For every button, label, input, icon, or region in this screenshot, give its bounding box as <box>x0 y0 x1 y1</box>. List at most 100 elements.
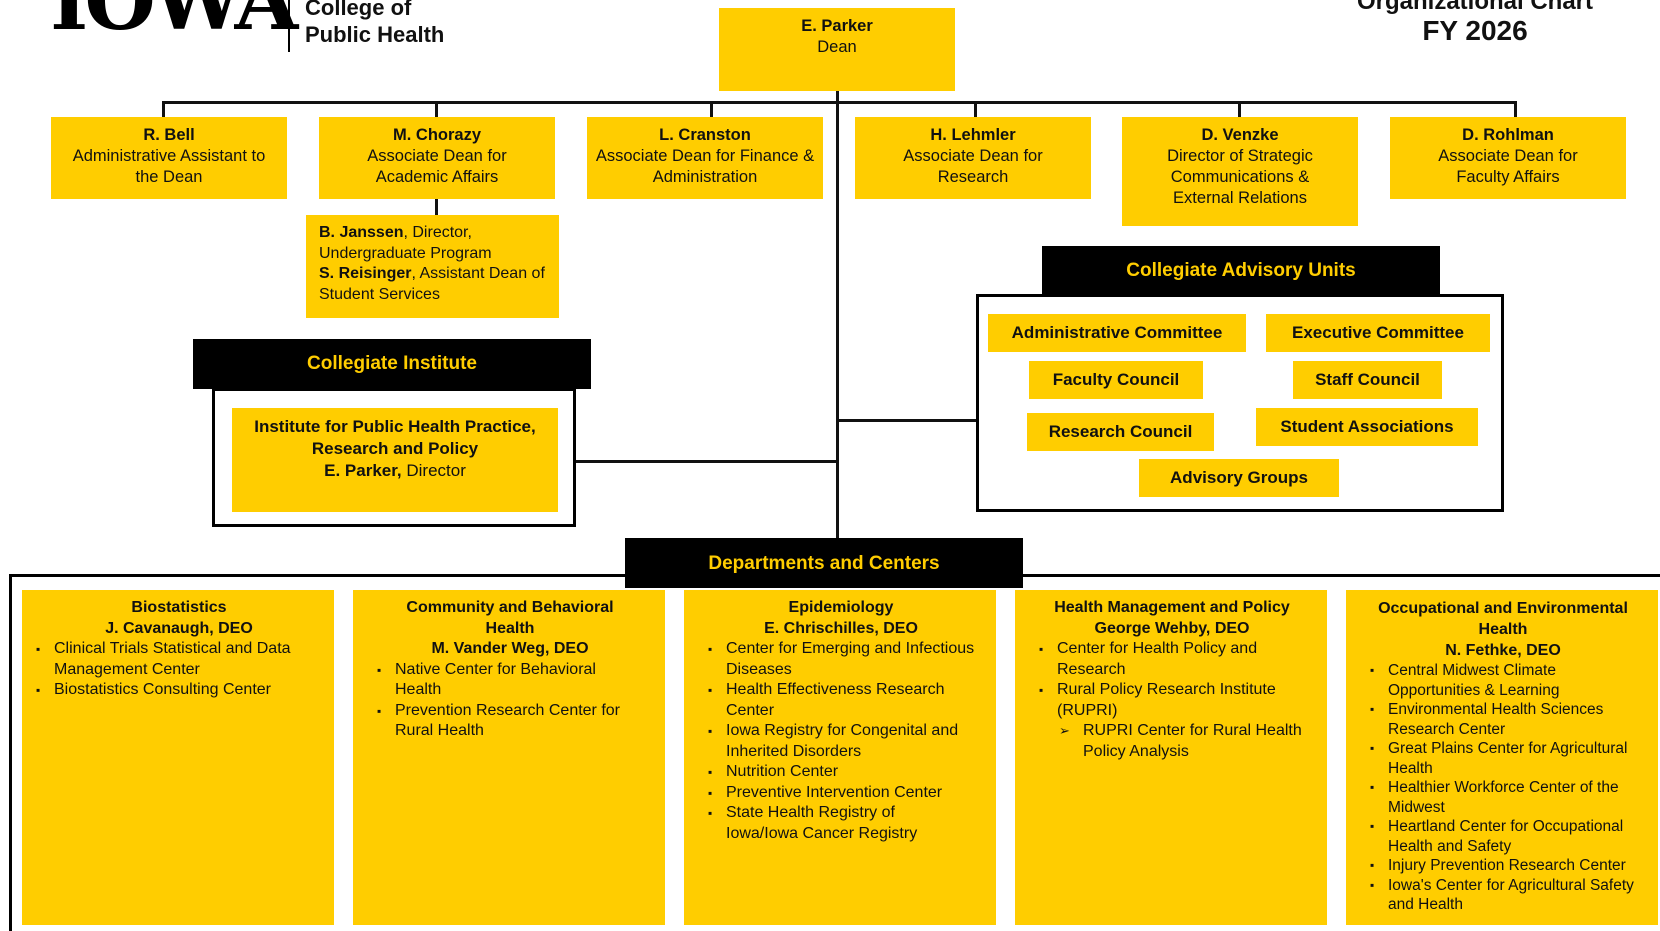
center-list: Center for Health Policy and Research Ru… <box>1035 639 1302 762</box>
advisory-unit: Executive Committee <box>1266 314 1490 352</box>
institute-director: E. Parker, Director <box>232 460 558 482</box>
leader-box: D. Rohlman Associate Dean for Faculty Af… <box>1390 117 1626 199</box>
dean-box: E. Parker Dean <box>719 8 955 91</box>
department-deo: J. Cavanaugh, DEO <box>105 619 253 637</box>
college-line1: College of <box>305 0 412 20</box>
institute-box: Institute for Public Health Practice, Re… <box>232 408 558 512</box>
department-deo: George Wehby, DEO <box>1094 619 1250 637</box>
staff-name: S. Reisinger <box>319 265 412 282</box>
advisory-unit: Staff Council <box>1293 361 1442 399</box>
leader-title: Associate Dean for Faculty Affairs <box>1438 147 1578 186</box>
leader-box: H. Lehmler Associate Dean for Research <box>855 117 1091 199</box>
center-item: Injury Prevention Research Center <box>1366 856 1654 876</box>
department-box: Epidemiology E. Chrischilles, DEO Center… <box>684 590 996 925</box>
center-item: Center for Emerging and Infectious Disea… <box>704 639 984 680</box>
connector-advisory <box>838 419 978 422</box>
dean-title: Dean <box>817 38 857 56</box>
chart-title-block: Organizational Chart FY 2026 <box>1335 0 1615 48</box>
leader-box: D. Venzke Director of Strategic Communic… <box>1122 117 1358 226</box>
connector-leader-3 <box>974 101 977 117</box>
dean-name: E. Parker <box>801 17 873 35</box>
leader-box: M. Chorazy Associate Dean for Academic A… <box>319 117 555 199</box>
leader-title: Associate Dean for Finance & Administrat… <box>595 147 815 186</box>
staff-entry: S. Reisinger, Assistant Dean of Student … <box>319 264 547 305</box>
leader-title: Associate Dean for Research <box>903 147 1043 186</box>
department-box: Community and Behavioral Health M. Vande… <box>353 590 665 925</box>
institute-director-name: E. Parker, <box>324 461 402 480</box>
connector-dean-trunk <box>836 90 839 540</box>
connector-leader-4 <box>1238 101 1241 117</box>
department-name: Health Management and Policy <box>1054 599 1290 616</box>
center-item: Clinical Trials Statistical and Data Man… <box>32 639 322 680</box>
center-item: Rural Policy Research Institute (RUPRI) <box>1035 680 1301 721</box>
department-name: Community and Behavioral Health <box>406 599 614 637</box>
center-item: Environmental Health Sciences Research C… <box>1366 700 1654 739</box>
connector-leader-2 <box>710 101 713 117</box>
college-name: College of Public Health <box>305 0 444 48</box>
logo-divider <box>288 0 290 52</box>
center-list: Clinical Trials Statistical and Data Man… <box>32 639 322 701</box>
advisory-unit: Advisory Groups <box>1139 459 1339 497</box>
connector-leader-5 <box>1514 101 1517 117</box>
leader-name: M. Chorazy <box>392 126 481 144</box>
center-item: Preventive Intervention Center <box>704 783 984 804</box>
fiscal-year: FY 2026 <box>1422 15 1528 46</box>
leader-title: Administrative Assistant to the Dean <box>72 147 266 186</box>
college-line2: Public Health <box>305 22 445 47</box>
department-box: Biostatistics J. Cavanaugh, DEO Clinical… <box>22 590 334 925</box>
department-name: Occupational and Environmental Health <box>1378 600 1628 638</box>
center-item: Iowa Registry for Congenital and Inherit… <box>704 721 984 762</box>
leader-title: Director of Strategic Communications & E… <box>1167 147 1313 207</box>
staff-title: , Assistant Dean of Student Services <box>319 265 545 303</box>
institute-director-title: Director <box>401 461 466 480</box>
department-deo: N. Fethke, DEO <box>1445 642 1561 659</box>
center-item: Nutrition Center <box>704 762 984 783</box>
academic-staff-box: B. Janssen, Director, Undergraduate Prog… <box>306 215 559 318</box>
connector-leaders-bar <box>162 101 1517 104</box>
center-item: Health Effectiveness Research Center <box>704 680 984 721</box>
connector-leader-1 <box>435 101 438 117</box>
connector-institute <box>572 460 838 463</box>
advisory-unit: Faculty Council <box>1029 361 1203 399</box>
center-item: Biostatistics Consulting Center <box>32 680 322 701</box>
center-item: Central Midwest Climate Opportunities & … <box>1366 661 1654 700</box>
center-item: Native Center for Behavioral Health <box>373 660 643 701</box>
leader-name: D. Venzke <box>1201 126 1279 144</box>
leader-box: R. Bell Administrative Assistant to the … <box>51 117 287 199</box>
center-item: Center for Health Policy and Research <box>1035 639 1301 680</box>
staff-name: B. Janssen <box>319 224 404 241</box>
department-deo: M. Vander Weg, DEO <box>431 640 589 657</box>
institute-name: Institute for Public Health Practice, Re… <box>254 417 536 458</box>
staff-title: , Director, Undergraduate Program <box>319 224 492 262</box>
leader-name: L. Cranston <box>659 126 751 144</box>
iowa-logo: IOWA <box>50 0 298 49</box>
sub-center-item: RUPRI Center for Rural Health Policy Ana… <box>1035 721 1311 762</box>
institute-heading: Collegiate Institute <box>193 339 591 389</box>
center-list: Central Midwest Climate Opportunities & … <box>1366 661 1654 915</box>
department-name: Biostatistics <box>131 599 227 616</box>
leader-name: R. Bell <box>143 126 195 144</box>
connector-leader-0 <box>162 101 165 117</box>
department-box: Occupational and Environmental Health N.… <box>1346 590 1658 925</box>
department-name: Epidemiology <box>788 599 894 616</box>
center-list: Native Center for Behavioral Health Prev… <box>373 660 643 742</box>
department-box: Health Management and Policy George Wehb… <box>1015 590 1327 925</box>
center-item: Healthier Workforce Center of the Midwes… <box>1366 778 1654 817</box>
center-item: Great Plains Center for Agricultural Hea… <box>1366 739 1654 778</box>
advisory-heading: Collegiate Advisory Units <box>1042 246 1440 296</box>
chart-title: Organizational Chart <box>1356 0 1594 15</box>
center-item: Iowa's Center for Agricultural Safety an… <box>1366 876 1654 915</box>
leader-name: D. Rohlman <box>1462 126 1554 144</box>
advisory-unit: Administrative Committee <box>988 314 1246 352</box>
connector-academic-staff <box>435 198 438 216</box>
center-item: State Health Registry of Iowa/Iowa Cance… <box>704 803 984 844</box>
advisory-unit: Student Associations <box>1256 408 1478 446</box>
center-list: Center for Emerging and Infectious Disea… <box>704 639 984 844</box>
advisory-unit: Research Council <box>1027 413 1214 451</box>
center-item: Heartland Center for Occupational Health… <box>1366 817 1654 856</box>
staff-entry: B. Janssen, Director, Undergraduate Prog… <box>319 223 547 264</box>
leader-box: L. Cranston Associate Dean for Finance &… <box>587 117 823 199</box>
department-deo: E. Chrischilles, DEO <box>764 619 918 637</box>
departments-heading: Departments and Centers <box>625 538 1023 588</box>
leader-title: Associate Dean for Academic Affairs <box>367 147 507 186</box>
